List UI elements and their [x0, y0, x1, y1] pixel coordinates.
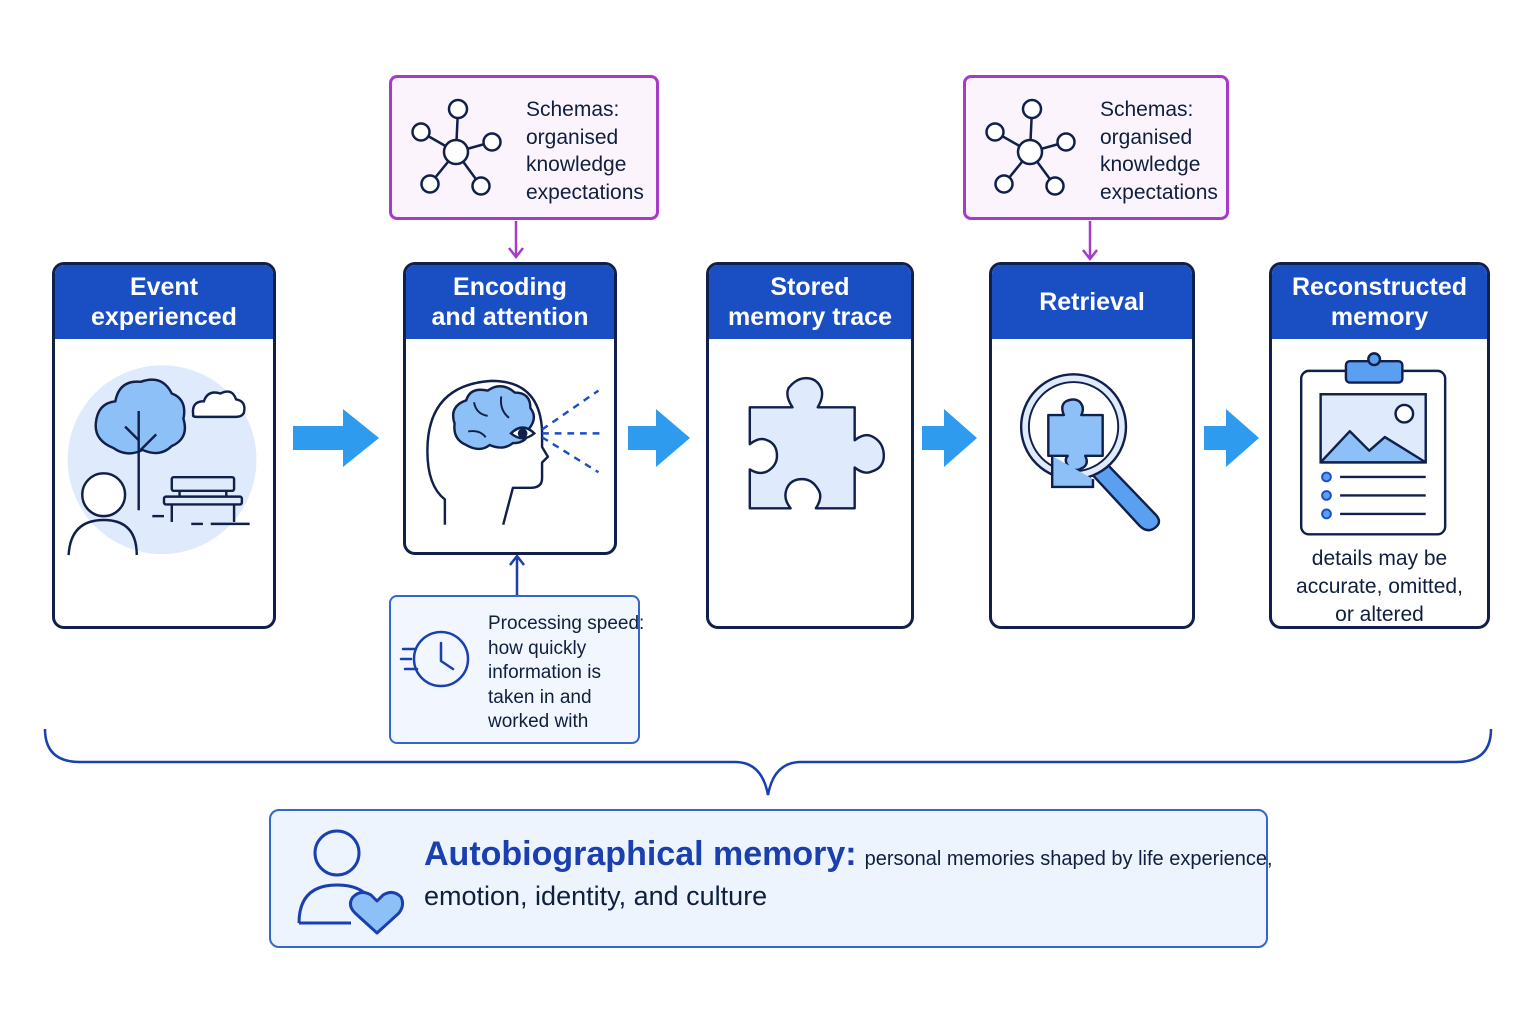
- flow-arrow-2: [628, 409, 690, 467]
- caption-line: accurate, omitted,: [1296, 575, 1463, 598]
- stage-title-line: memory: [1330, 303, 1429, 331]
- person-heart-icon: [297, 829, 405, 935]
- stage-title-line: Reconstructed: [1291, 273, 1468, 301]
- autobiographical-memory-box: Autobiographical memory: personal memorie…: [269, 809, 1273, 948]
- stage-title-line: Encoding: [453, 273, 567, 301]
- schema-label: Schemas:: [1100, 98, 1194, 121]
- stage-title-line: Stored: [770, 273, 850, 301]
- schema-desc-line: expectations: [1100, 180, 1218, 204]
- speed-arrow-encoding: [509, 553, 525, 595]
- schema-text-retrieval: Schemas: organised knowledge expectation…: [1100, 96, 1218, 206]
- stage-card-reconstructed: Reconstructed memory: [1269, 262, 1490, 629]
- stage-title-line: Event: [129, 273, 199, 301]
- stage-header-stored: Stored memory trace: [709, 265, 911, 339]
- stage-title-line: memory trace: [728, 303, 892, 331]
- autobiographical-title: Autobiographical memory:: [424, 835, 857, 873]
- schema-desc-line: organised: [526, 125, 619, 149]
- autobiographical-line-1: Autobiographical memory: personal memorie…: [424, 835, 1273, 874]
- schema-arrow-encoding: [508, 221, 524, 260]
- schema-text-encoding: Schemas: organised knowledge expectation…: [526, 96, 644, 206]
- magnifier-puzzle-icon: [1019, 373, 1161, 532]
- schema-desc-line: knowledge: [526, 153, 627, 176]
- stage-title-line: Retrieval: [1039, 288, 1145, 316]
- schema-arrow-retrieval: [1082, 221, 1098, 262]
- fast-clock-icon: [399, 630, 470, 688]
- schema-box-retrieval: Schemas: organised knowledge expectation…: [963, 75, 1229, 220]
- network-nodes-icon: [411, 98, 502, 196]
- caption-line: details may be: [1311, 547, 1448, 570]
- stage-card-retrieval: Retrieval: [989, 262, 1195, 629]
- flow-arrow-4: [1204, 409, 1259, 467]
- processing-speed-desc: how quickly: [488, 637, 587, 659]
- flow-arrow-1: [293, 409, 379, 467]
- puzzle-piece-icon: [748, 376, 886, 510]
- stage-header-event: Event experienced: [55, 265, 273, 339]
- stage-card-encoding: Encoding and attention: [403, 262, 617, 555]
- grouping-brace: [43, 728, 1493, 796]
- processing-speed-desc: information is: [488, 662, 601, 684]
- processing-speed-desc: worked with: [488, 711, 589, 733]
- stage-card-event: Event experienced: [52, 262, 276, 629]
- clipboard-image-icon: [1299, 352, 1447, 536]
- schema-desc-line: knowledge: [1100, 153, 1201, 176]
- network-nodes-icon: [985, 98, 1076, 196]
- head-brain-eye-icon: [426, 379, 601, 526]
- person-park-icon: [67, 365, 257, 556]
- autobiographical-desc-1: personal memories shaped by life experie…: [864, 848, 1273, 870]
- stage-card-stored: Stored memory trace: [706, 262, 914, 629]
- schema-desc-line: expectations: [526, 180, 644, 204]
- schema-label: Schemas:: [526, 98, 620, 121]
- flow-arrow-3: [922, 409, 977, 467]
- stage-title-line: experienced: [91, 303, 237, 331]
- processing-speed-label: Processing speed:: [488, 613, 645, 634]
- reconstructed-caption: details may be accurate, omitted, or alt…: [1272, 545, 1487, 626]
- stage-header-reconstructed: Reconstructed memory: [1272, 265, 1487, 339]
- processing-speed-text: Processing speed: how quickly informatio…: [488, 612, 644, 735]
- schema-desc-line: organised: [1100, 125, 1193, 149]
- processing-speed-box: Processing speed: how quickly informatio…: [389, 595, 644, 744]
- autobiographical-desc-2: emotion, identity, and culture: [424, 881, 768, 911]
- schema-box-encoding: Schemas: organised knowledge expectation…: [389, 75, 659, 220]
- processing-speed-desc: taken in and: [488, 686, 592, 708]
- caption-line: or altered: [1335, 603, 1424, 626]
- stage-header-retrieval: Retrieval: [992, 265, 1192, 339]
- stage-title-line: and attention: [431, 303, 589, 331]
- stage-header-encoding: Encoding and attention: [406, 265, 614, 339]
